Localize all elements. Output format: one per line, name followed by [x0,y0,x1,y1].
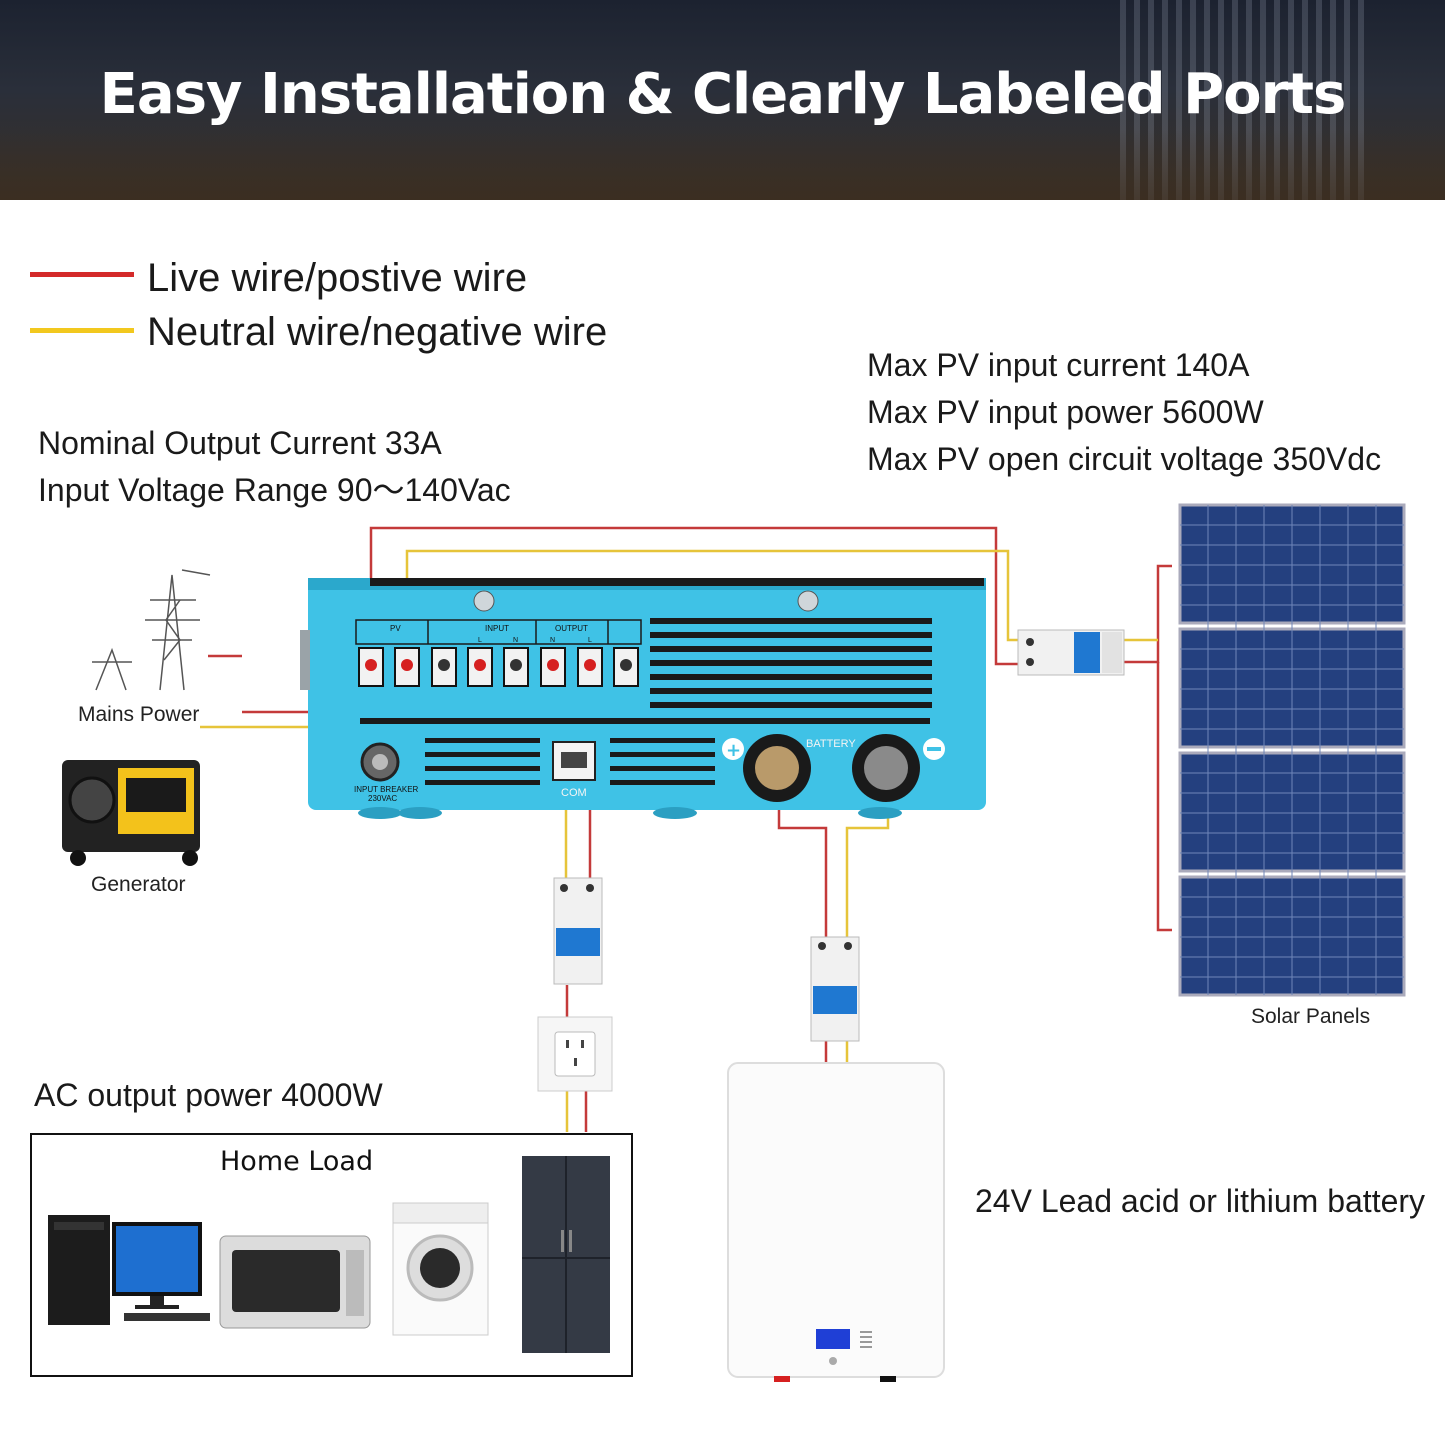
spec-ac-input: Nominal Output Current 33A Input Voltage… [38,420,511,514]
spec-battery: 24V Lead acid or lithium battery [975,1183,1426,1219]
output-breaker [553,877,603,985]
legend-neutral-label: Neutral wire/negative wire [147,310,608,354]
battery-breaker [810,936,860,1042]
port-label-output: OUTPUT [555,624,588,633]
input-breaker-label: INPUT BREAKER [354,785,419,794]
spec-pv: Max PV input current 140A Max PV input p… [867,342,1381,483]
wall-socket-icon [537,1016,613,1092]
banner-floor-shade [0,130,1445,200]
wire-pv-positive [369,526,1020,666]
wire-solar-positive-2 [1156,662,1172,932]
caption-solar: Solar Panels [1251,1005,1371,1028]
spec-pv-current: Max PV input current 140A [867,347,1250,383]
screw-icon [473,590,495,612]
vent-grille [360,618,932,785]
legend-neutral-line [30,328,134,333]
washing-machine-icon [392,1202,489,1336]
home-load-box [30,1133,633,1377]
spec-ac-output: AC output power 4000W [34,1077,383,1113]
plus-icon [722,738,744,760]
home-load-title: Home Load [220,1146,374,1177]
svg-text:+: + [726,740,741,761]
refrigerator-icon [522,1156,610,1353]
battery-label: BATTERY [806,738,856,750]
com-label: COM [561,787,587,799]
caption-generator: Generator [91,873,186,896]
banner: Easy Installation & Clearly Labeled Port… [0,0,1445,200]
legend-live-label: Live wire/postive wire [147,256,528,300]
screw-icon [797,590,819,612]
port-label-pv: PV [390,624,401,633]
oven-icon [219,1235,371,1329]
port-label-input: INPUT [485,624,509,633]
monitor-icon [112,1222,210,1321]
solar-panels [1178,503,1406,997]
battery-display [816,1329,850,1349]
svg-text:L: L [478,637,482,644]
legend-live-line [30,272,134,277]
banner-title: Easy Installation & Clearly Labeled Port… [99,62,1347,127]
terminal-row [358,647,639,687]
svg-text:N: N [550,637,555,644]
spec-input-voltage: Input Voltage Range 90～140Vac [38,472,511,508]
svg-text:N: N [513,637,518,644]
solar-breaker [1017,629,1125,676]
wire-solar-positive [1122,564,1172,664]
power-tower-icon [92,569,211,691]
svg-text:230VAC: 230VAC [368,794,397,803]
spec-output-current: Nominal Output Current 33A [38,425,442,461]
svg-text:L: L [588,637,592,644]
spec-pv-power: Max PV input power 5600W [867,394,1264,430]
spec-pv-voltage: Max PV open circuit voltage 350Vdc [867,441,1382,477]
battery-pack-icon [727,1062,945,1382]
caption-mains: Mains Power [78,703,200,726]
pc-tower-icon [48,1215,110,1325]
inverter: PV INPUT OUTPUT L N N L [300,578,986,819]
home-appliances [48,1156,610,1353]
generator-icon [62,760,200,866]
